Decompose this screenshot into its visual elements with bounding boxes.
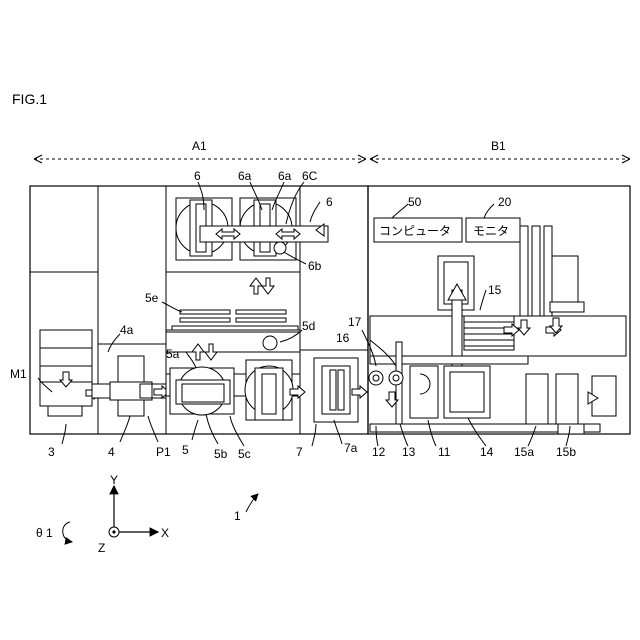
axis-x-label: X — [161, 526, 169, 540]
label-5d: 5d — [302, 319, 315, 333]
label-6c: 6C — [302, 169, 318, 183]
label-11: 11 — [438, 445, 451, 459]
label-3: 3 — [48, 445, 55, 459]
monitor-box: モニタ — [466, 218, 520, 242]
unit-5 — [166, 360, 305, 420]
axis-y-label: Y — [110, 473, 118, 487]
label-7a: 7a — [344, 441, 358, 455]
label-4a: 4a — [120, 323, 134, 337]
shelves-5e — [166, 310, 300, 352]
coordinate-axes: Y X Z θ 1 — [36, 473, 169, 555]
label-m1: M1 — [10, 367, 27, 381]
rotation-icon — [63, 522, 72, 542]
label-6a-right: 6a — [278, 169, 292, 183]
unit-4-transfer — [92, 356, 169, 416]
label-6a-left: 6a — [238, 169, 252, 183]
label-12: 12 — [372, 445, 386, 459]
region-b1-label: B1 — [491, 139, 506, 153]
region-b1-dimension: B1 — [370, 139, 630, 163]
label-6b: 6b — [308, 259, 322, 273]
label-16: 16 — [336, 331, 350, 345]
label-5a: 5a — [166, 347, 180, 361]
label-20: 20 — [498, 195, 512, 209]
label-50: 50 — [408, 195, 422, 209]
axis-theta-label: θ 1 — [36, 526, 53, 540]
label-4: 4 — [108, 445, 115, 459]
label-6-right: 6 — [326, 195, 333, 209]
unit-3-stack — [40, 330, 101, 416]
computer-box: コンピュータ — [374, 218, 462, 242]
region-a1-label: A1 — [192, 139, 207, 153]
axis-z-label: Z — [98, 541, 105, 555]
label-15a: 15a — [514, 445, 534, 459]
computer-label: コンピュータ — [379, 224, 451, 238]
region-a1-dimension: A1 — [34, 139, 366, 163]
b1-equipment — [369, 226, 626, 434]
label-14: 14 — [480, 445, 494, 459]
label-6-left: 6 — [194, 169, 201, 183]
label-13: 13 — [402, 445, 416, 459]
label-15: 15 — [488, 283, 502, 297]
label-17: 17 — [348, 315, 362, 329]
label-p1: P1 — [156, 445, 171, 459]
label-15b: 15b — [556, 445, 576, 459]
monitor-label: モニタ — [473, 224, 509, 238]
figure-label: FIG.1 — [12, 91, 47, 107]
label-1: 1 — [234, 509, 241, 523]
label-5c: 5c — [238, 447, 251, 461]
label-5e: 5e — [145, 291, 159, 305]
unit-6 — [176, 198, 328, 260]
label-7: 7 — [296, 445, 303, 459]
unit-7 — [314, 358, 367, 422]
label-5b: 5b — [214, 447, 228, 461]
label-5: 5 — [182, 443, 189, 457]
